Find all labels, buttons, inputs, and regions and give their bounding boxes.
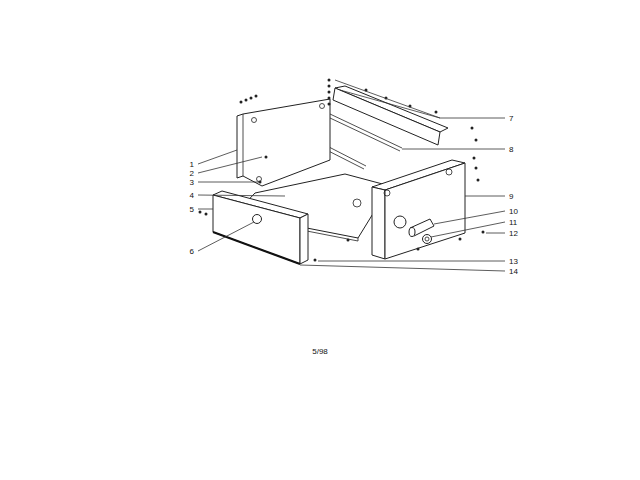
front-panel [213, 195, 300, 264]
callout-number: 6 [190, 247, 194, 256]
screw [328, 97, 331, 100]
screw [482, 231, 485, 234]
callout-number: 11 [509, 218, 517, 227]
leader-line [402, 149, 505, 150]
front-panel-side [300, 214, 308, 264]
leader-line [300, 265, 505, 271]
callout-number: 3 [190, 178, 194, 187]
callout-number: 1 [190, 160, 194, 169]
rod [330, 118, 400, 151]
screw [417, 248, 420, 251]
leader-line [198, 222, 254, 251]
screw [475, 139, 478, 142]
hole [252, 118, 257, 123]
screw [328, 85, 331, 88]
cam-fitting [353, 199, 361, 207]
callout-number: 13 [509, 257, 518, 266]
callout-number: 14 [509, 267, 518, 276]
leader-line [340, 90, 505, 118]
dowel-end [409, 228, 415, 237]
screw [205, 213, 208, 216]
leader-line [198, 150, 237, 164]
screw [471, 127, 474, 130]
screw [328, 91, 331, 94]
callout-number: 7 [509, 114, 513, 123]
back-rail-face [333, 88, 440, 145]
left-side-panel [237, 99, 330, 186]
leader-line [198, 182, 260, 183]
leader-line [335, 80, 440, 118]
right-side-panel [385, 163, 465, 259]
dowel [410, 219, 434, 236]
callout-number: 4 [190, 191, 194, 200]
screw [347, 239, 350, 242]
right-panel-edge [372, 187, 385, 259]
screw [435, 111, 438, 114]
leader-line [431, 222, 505, 237]
screw [477, 179, 480, 182]
leader-line [318, 261, 505, 262]
cam-fitting [423, 235, 432, 244]
screw [328, 103, 331, 106]
screw-group [199, 79, 485, 262]
screw [250, 97, 253, 100]
hole [320, 104, 325, 109]
hole [446, 169, 452, 175]
cam-fitting [425, 237, 429, 241]
leader-line [198, 195, 285, 196]
rod [330, 114, 402, 148]
leader-line [434, 211, 505, 224]
screw [240, 101, 243, 104]
screw [255, 95, 258, 98]
callout-number: 10 [509, 207, 518, 216]
screw [473, 157, 476, 160]
panel-edge [243, 114, 244, 176]
screw [265, 156, 268, 159]
callout-number: 2 [190, 169, 194, 178]
callout-number: 5 [190, 205, 194, 214]
date-code: 5/98 [312, 347, 328, 356]
callout-number: 9 [509, 192, 513, 201]
screw [314, 259, 317, 262]
screw [459, 238, 462, 241]
screw [328, 79, 331, 82]
callout-number: 8 [509, 145, 513, 154]
screw [245, 99, 248, 102]
leader-line [465, 196, 505, 197]
leader-line [198, 157, 262, 173]
leader-line [486, 233, 505, 234]
hole [394, 216, 406, 228]
screw [199, 211, 202, 214]
screw [475, 167, 478, 170]
leader-line [198, 209, 213, 210]
leader-lines [198, 80, 505, 271]
callout-number: 12 [509, 229, 518, 238]
board-edge [358, 238, 359, 241]
hole [384, 190, 390, 196]
